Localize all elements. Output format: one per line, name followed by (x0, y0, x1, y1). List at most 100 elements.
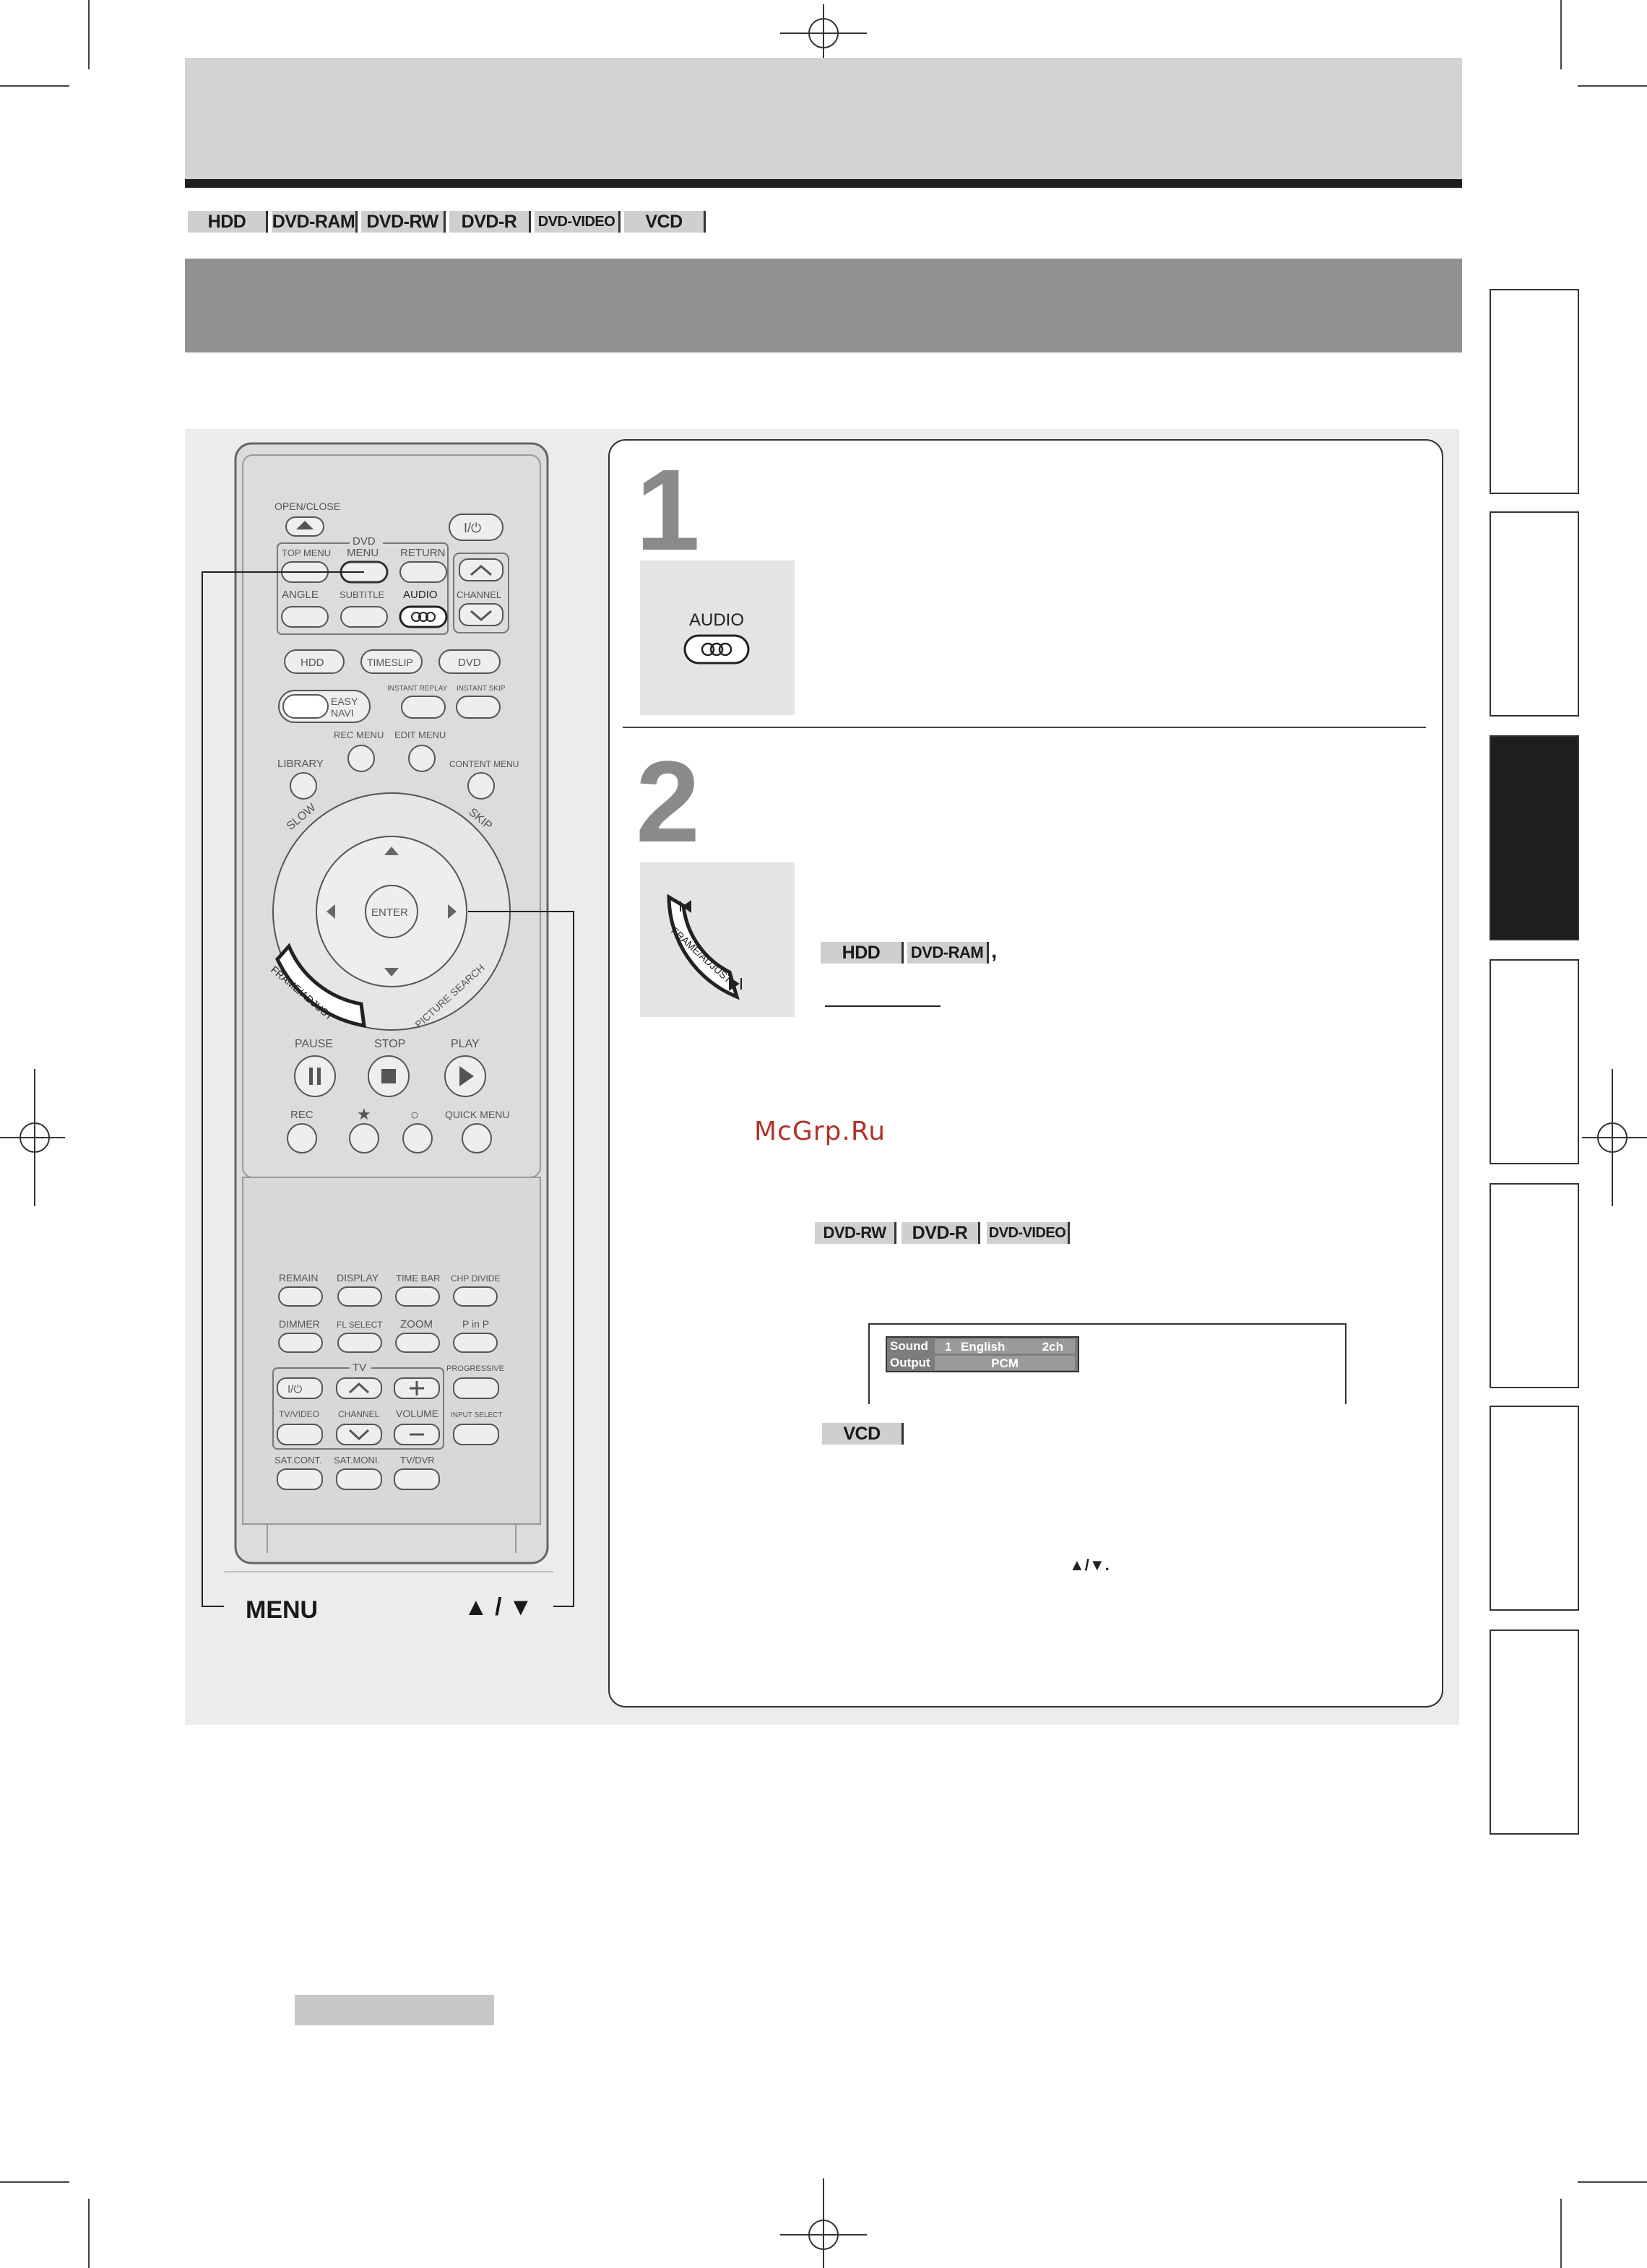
tv-dvr-label: TV/DVR (400, 1455, 435, 1466)
zoom-label: ZOOM (400, 1318, 433, 1330)
remote-control: OPEN/CLOSE I/⏻ DVD TOP MENU MENU RETURN … (202, 442, 574, 1607)
index-tab-active (1490, 735, 1579, 940)
registration-mark-right (1582, 1069, 1647, 1206)
step2-tag-dvd-r: DVD-R (902, 1222, 980, 1244)
easy-navi-label: EASY (331, 696, 358, 707)
index-tab (1490, 511, 1579, 717)
instant-replay-label: INSTANT REPLAY (387, 685, 448, 693)
page-footer-bar (295, 1995, 494, 2025)
crop-mark (0, 85, 69, 87)
channel-down-button[interactable] (459, 603, 503, 626)
circle-button[interactable] (402, 1123, 433, 1154)
chp-divide-button[interactable] (453, 1286, 498, 1307)
osd-sound-label: Sound (890, 1339, 928, 1353)
dvd-group-label: DVD (353, 535, 376, 547)
tv-video-button[interactable] (277, 1424, 323, 1445)
index-tab (1490, 289, 1579, 494)
rec-button[interactable] (287, 1123, 317, 1154)
osd-sound-language: English (961, 1340, 1006, 1354)
audio-button-icon: AUDIO (683, 610, 750, 665)
osd-output-cell: PCM (935, 1356, 1075, 1370)
osd-output-label: Output (890, 1356, 930, 1369)
step2-tag-vcd: VCD (822, 1423, 904, 1445)
edit-menu-button[interactable] (408, 745, 436, 772)
angle-button[interactable] (281, 606, 329, 628)
tv-dvr-button[interactable] (394, 1468, 440, 1490)
tv-channel-label: CHANNEL (338, 1409, 380, 1419)
time-bar-button[interactable] (395, 1286, 440, 1307)
quick-menu-label: QUICK MENU (445, 1109, 509, 1120)
timeslip-label: TIMESLIP (367, 657, 413, 668)
instant-replay-button[interactable] (401, 696, 446, 719)
step-2-number: 2 (636, 737, 700, 866)
display-button[interactable] (337, 1286, 382, 1307)
tv-channel-down-button[interactable] (336, 1424, 382, 1445)
tag-dvd-r: DVD-R (449, 211, 531, 233)
tv-power-label: I/⏻ (288, 1383, 302, 1395)
step-1-number: 1 (636, 445, 700, 574)
zoom-button[interactable] (395, 1333, 440, 1353)
menu-callout-line (202, 571, 364, 1607)
hdd-button[interactable] (284, 649, 345, 674)
pause-button[interactable] (294, 1055, 336, 1097)
tag-hdd: HDD (188, 211, 268, 233)
content-menu-button[interactable] (467, 772, 495, 800)
audio-icon-panel: AUDIO (640, 560, 795, 715)
audio-osd: Sound 1 English 2ch Output PCM (886, 1336, 1079, 1372)
tv-screen-frame (868, 1323, 1346, 1404)
tv-video-label: TV/VIDEO (279, 1409, 319, 1419)
rec-menu-button[interactable] (347, 745, 375, 772)
p-in-p-button[interactable] (453, 1333, 498, 1353)
eject-icon (296, 521, 314, 529)
sat-cont-button[interactable] (277, 1468, 323, 1490)
enter-button[interactable] (365, 885, 418, 938)
audio-button[interactable] (399, 605, 448, 628)
remain-button[interactable] (278, 1286, 323, 1307)
progressive-label: PROGRESSIVE (446, 1364, 504, 1373)
return-button[interactable] (399, 561, 447, 583)
timeslip-button[interactable] (360, 649, 423, 674)
tag-dvd-rw: DVD-RW (361, 211, 446, 233)
star-button[interactable] (349, 1123, 379, 1154)
subtitle-label: SUBTITLE (340, 589, 384, 600)
progressive-button[interactable] (453, 1377, 499, 1399)
up-arrow-icon (384, 847, 399, 855)
menu-label: MENU (347, 547, 379, 559)
top-menu-label: TOP MENU (282, 547, 331, 558)
library-button[interactable] (290, 772, 317, 800)
rec-menu-label: REC MENU (334, 730, 384, 740)
instant-skip-button[interactable] (456, 696, 501, 719)
arrows-callout-line (468, 911, 574, 1607)
channel-group (453, 553, 509, 633)
dimmer-button[interactable] (278, 1333, 323, 1353)
subtitle-button[interactable] (340, 606, 388, 628)
instant-skip-label: INSTANT SKIP (457, 685, 506, 693)
rec-label: REC (290, 1109, 314, 1121)
frame-adjust-button[interactable] (275, 943, 366, 1029)
angle-label: ANGLE (282, 589, 319, 601)
channel-up-button[interactable] (459, 558, 503, 581)
crop-mark (88, 0, 90, 69)
tv-power-button[interactable] (277, 1377, 323, 1399)
step2-tag-dvd-rw: DVD-RW (815, 1222, 896, 1244)
easy-navi-label: NAVI (331, 707, 354, 719)
registration-mark-bottom (780, 2178, 867, 2268)
audio-label: AUDIO (403, 589, 438, 601)
index-tab (1490, 1183, 1579, 1388)
frame-adjust-icon-panel: FRAME/ADJUST (640, 862, 795, 1017)
star-label: ★ (357, 1105, 371, 1123)
down-arrow-icon (384, 968, 399, 977)
section-band (185, 259, 1462, 352)
arrows-callout-label: ▲ / ▼ (464, 1593, 533, 1621)
input-select-button[interactable] (453, 1424, 499, 1445)
tv-channel-up-button[interactable] (336, 1377, 382, 1399)
sat-moni-button[interactable] (336, 1468, 382, 1490)
content-menu-label: CONTENT MENU (449, 759, 519, 769)
power-button[interactable] (449, 514, 503, 541)
quick-menu-button[interactable] (462, 1123, 492, 1154)
step2-tag-dvd-ram: DVD-RAM (907, 942, 989, 964)
dvd-button[interactable] (438, 649, 501, 674)
header-band (185, 58, 1462, 179)
fl-select-button[interactable] (337, 1333, 382, 1353)
index-tab (1490, 1629, 1579, 1835)
